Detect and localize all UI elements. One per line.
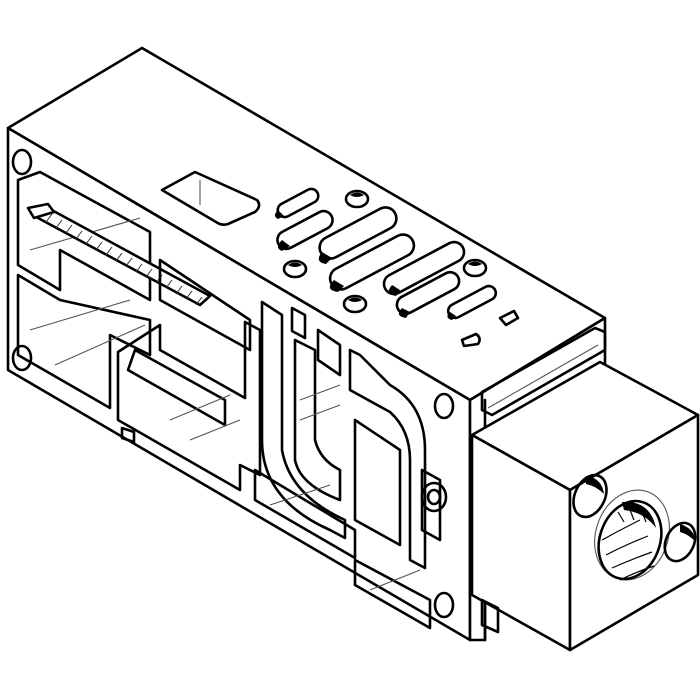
front-profile-cutaway xyxy=(11,148,455,630)
screw-holes xyxy=(282,189,488,314)
port-slots xyxy=(275,187,498,320)
seal-strip xyxy=(26,202,212,307)
threaded-ports xyxy=(572,473,697,581)
square-opening xyxy=(160,170,261,226)
top-face-ports xyxy=(160,170,520,348)
end-block xyxy=(470,326,700,652)
